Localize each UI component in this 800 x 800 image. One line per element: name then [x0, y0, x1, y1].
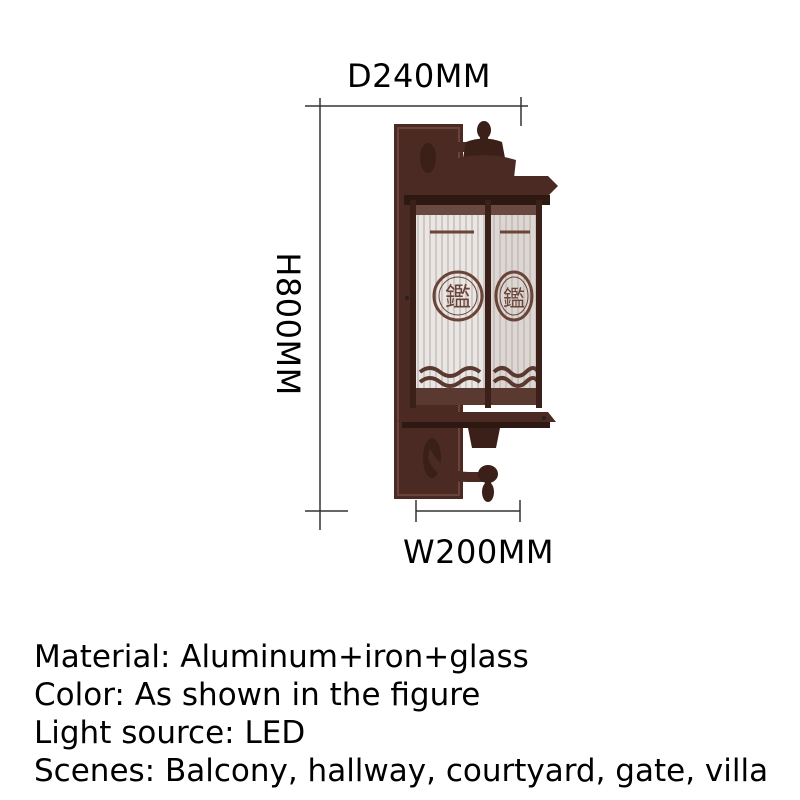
height-dimension-line	[305, 98, 348, 530]
spec-color: Color: As shown in the figure	[34, 677, 481, 713]
lamp-emblem-glyph-left: 鑑	[445, 283, 471, 313]
depth-dimension-line	[305, 97, 528, 126]
width-dimension-label: W200MM	[403, 533, 554, 571]
height-dimension-label: H800MM	[269, 252, 307, 396]
lamp-base	[398, 412, 556, 448]
lamp-finial-top	[452, 121, 516, 178]
lamp-emblem-right	[494, 270, 534, 322]
lamp-bottom-arm	[423, 438, 498, 502]
spec-scenes: Scenes: Balcony, hallway, courtyard, gat…	[34, 753, 769, 789]
spec-material: Material: Aluminum+iron+glass	[34, 639, 529, 675]
depth-dimension-label: D240MM	[347, 57, 491, 95]
width-dimension-line	[415, 500, 521, 522]
spec-light-source: Light source: LED	[34, 715, 306, 751]
lamp-emblem-glyph-right: 鑑	[503, 287, 525, 312]
lamp-top-arm	[420, 142, 478, 173]
lamp-emblem-left	[432, 270, 484, 322]
lamp-roof	[400, 176, 558, 205]
